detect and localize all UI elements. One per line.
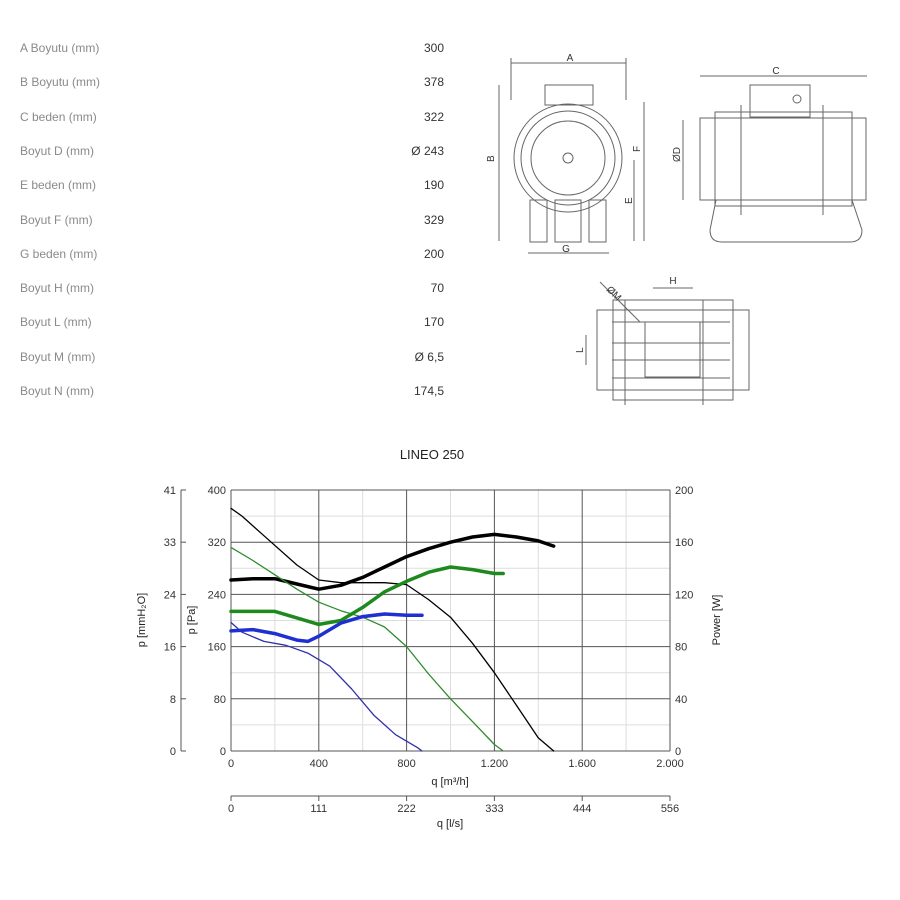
x-tick-label: 400 (310, 758, 328, 770)
spec-row: Boyut F (mm) 329 (20, 213, 444, 233)
x-tick-label: 800 (397, 758, 415, 770)
spec-row: A Boyutu (mm) 300 (20, 41, 444, 61)
bottom-view-drawing: H L ØM (575, 276, 750, 405)
yr-tick-label: 160 (675, 537, 693, 549)
spec-value: 174,5 (413, 384, 444, 398)
y-tick-label: 0 (220, 746, 226, 758)
dim-m-label: ØM (604, 284, 623, 303)
spec-label: Boyut M (mm) (20, 349, 96, 364)
yr-tick-label: 120 (675, 589, 693, 601)
dim-l-label: L (575, 347, 586, 353)
dim-a-label: A (567, 53, 574, 64)
front-view-drawing: A B F E G (486, 53, 645, 255)
yr-tick-label: 0 (675, 746, 681, 758)
x2-tick-label: 222 (397, 803, 415, 815)
spec-label: Boyut H (mm) (20, 281, 95, 296)
spec-label: Boyut N (mm) (20, 384, 95, 398)
spec-value: 329 (423, 212, 444, 227)
dim-e-label: E (624, 197, 635, 204)
series-blue-pressure (230, 621, 423, 752)
spec-value: Ø 243 (411, 143, 444, 158)
yr-tick-label: 80 (675, 642, 687, 654)
yr-tick-label: 40 (675, 694, 687, 706)
spec-row: E beden (mm) 190 (20, 178, 444, 198)
series-blue-power (229, 612, 424, 644)
dim-h-label: H (669, 276, 676, 287)
technical-drawings: A B F E G C ØD H L ØM (486, 53, 867, 405)
x2-tick-label: 556 (661, 803, 679, 815)
spec-value: 322 (423, 109, 444, 124)
x-tick-label: 1.600 (568, 758, 596, 770)
spec-value: Ø 6,5 (414, 349, 444, 364)
spec-row: Boyut M (mm) Ø 6,5 (20, 350, 444, 370)
side-view-drawing: C ØD (672, 66, 867, 243)
y-tick-label: 160 (208, 642, 226, 654)
dim-d-label: ØD (672, 147, 683, 162)
y-tick-label: 320 (208, 537, 226, 549)
spec-value: 70 (430, 281, 444, 296)
spec-row: Boyut H (mm) 70 (20, 281, 444, 301)
y2-tick-label: 0 (170, 746, 176, 758)
y2-axis-label: p [mmH₂O] (136, 593, 148, 647)
yr-tick-label: 200 (675, 485, 693, 497)
x2-tick-label: 333 (485, 803, 503, 815)
dim-g-label: G (562, 244, 570, 255)
x2-tick-label: 0 (228, 803, 234, 815)
y-tick-label: 400 (208, 485, 226, 497)
y2-tick-label: 8 (170, 694, 176, 706)
spec-label: A Boyutu (mm) (20, 41, 100, 55)
spec-value: 170 (423, 315, 444, 330)
x-tick-label: 2.000 (656, 758, 684, 770)
spec-label: E beden (mm) (20, 178, 97, 193)
series-green-power (229, 565, 505, 627)
spec-row: Boyut D (mm) Ø 243 (20, 144, 444, 164)
x2-tick-label: 444 (573, 803, 591, 815)
spec-row: C beden (mm) 322 (20, 110, 444, 130)
series-black-pressure (230, 507, 555, 752)
x2-axis-label: q [l/s] (437, 818, 463, 830)
spec-row: B Boyutu (mm) 378 (20, 75, 444, 95)
dim-f-label: F (632, 146, 643, 152)
spec-label: Boyut D (mm) (20, 143, 95, 158)
y-tick-label: 240 (208, 589, 226, 601)
spec-row: Boyut L (mm) 170 (20, 315, 444, 335)
spec-label: C beden (mm) (20, 109, 97, 124)
y-tick-label: 80 (214, 694, 226, 706)
y2-tick-label: 33 (164, 537, 176, 549)
spec-value: 300 (423, 41, 444, 55)
spec-label: B Boyutu (mm) (20, 75, 101, 90)
spec-value: 190 (423, 178, 444, 193)
spec-label: Boyut L (mm) (20, 315, 92, 330)
x2-tick-label: 111 (310, 803, 327, 815)
chart-title: LINEO 250 (400, 447, 464, 462)
spec-label: G beden (mm) (20, 246, 98, 261)
x-axis-label: q [m³/h] (431, 776, 468, 788)
yr-axis-label: Power [W] (711, 595, 723, 646)
spec-row: Boyut N (mm) 174,5 (20, 384, 444, 404)
dim-c-label: C (772, 66, 779, 77)
x-tick-label: 0 (228, 758, 234, 770)
y-axis-label: p [Pa] (186, 606, 198, 635)
dim-b-label: B (486, 155, 497, 162)
y2-tick-label: 16 (164, 642, 176, 654)
x-tick-label: 1.200 (481, 758, 509, 770)
y2-tick-label: 41 (164, 485, 176, 497)
spec-value: 200 (423, 246, 444, 261)
y2-tick-label: 24 (164, 589, 176, 601)
series-green-pressure (230, 546, 504, 752)
spec-row: G beden (mm) 200 (20, 247, 444, 267)
spec-label: Boyut F (mm) (20, 212, 93, 227)
spec-value: 378 (423, 75, 444, 90)
